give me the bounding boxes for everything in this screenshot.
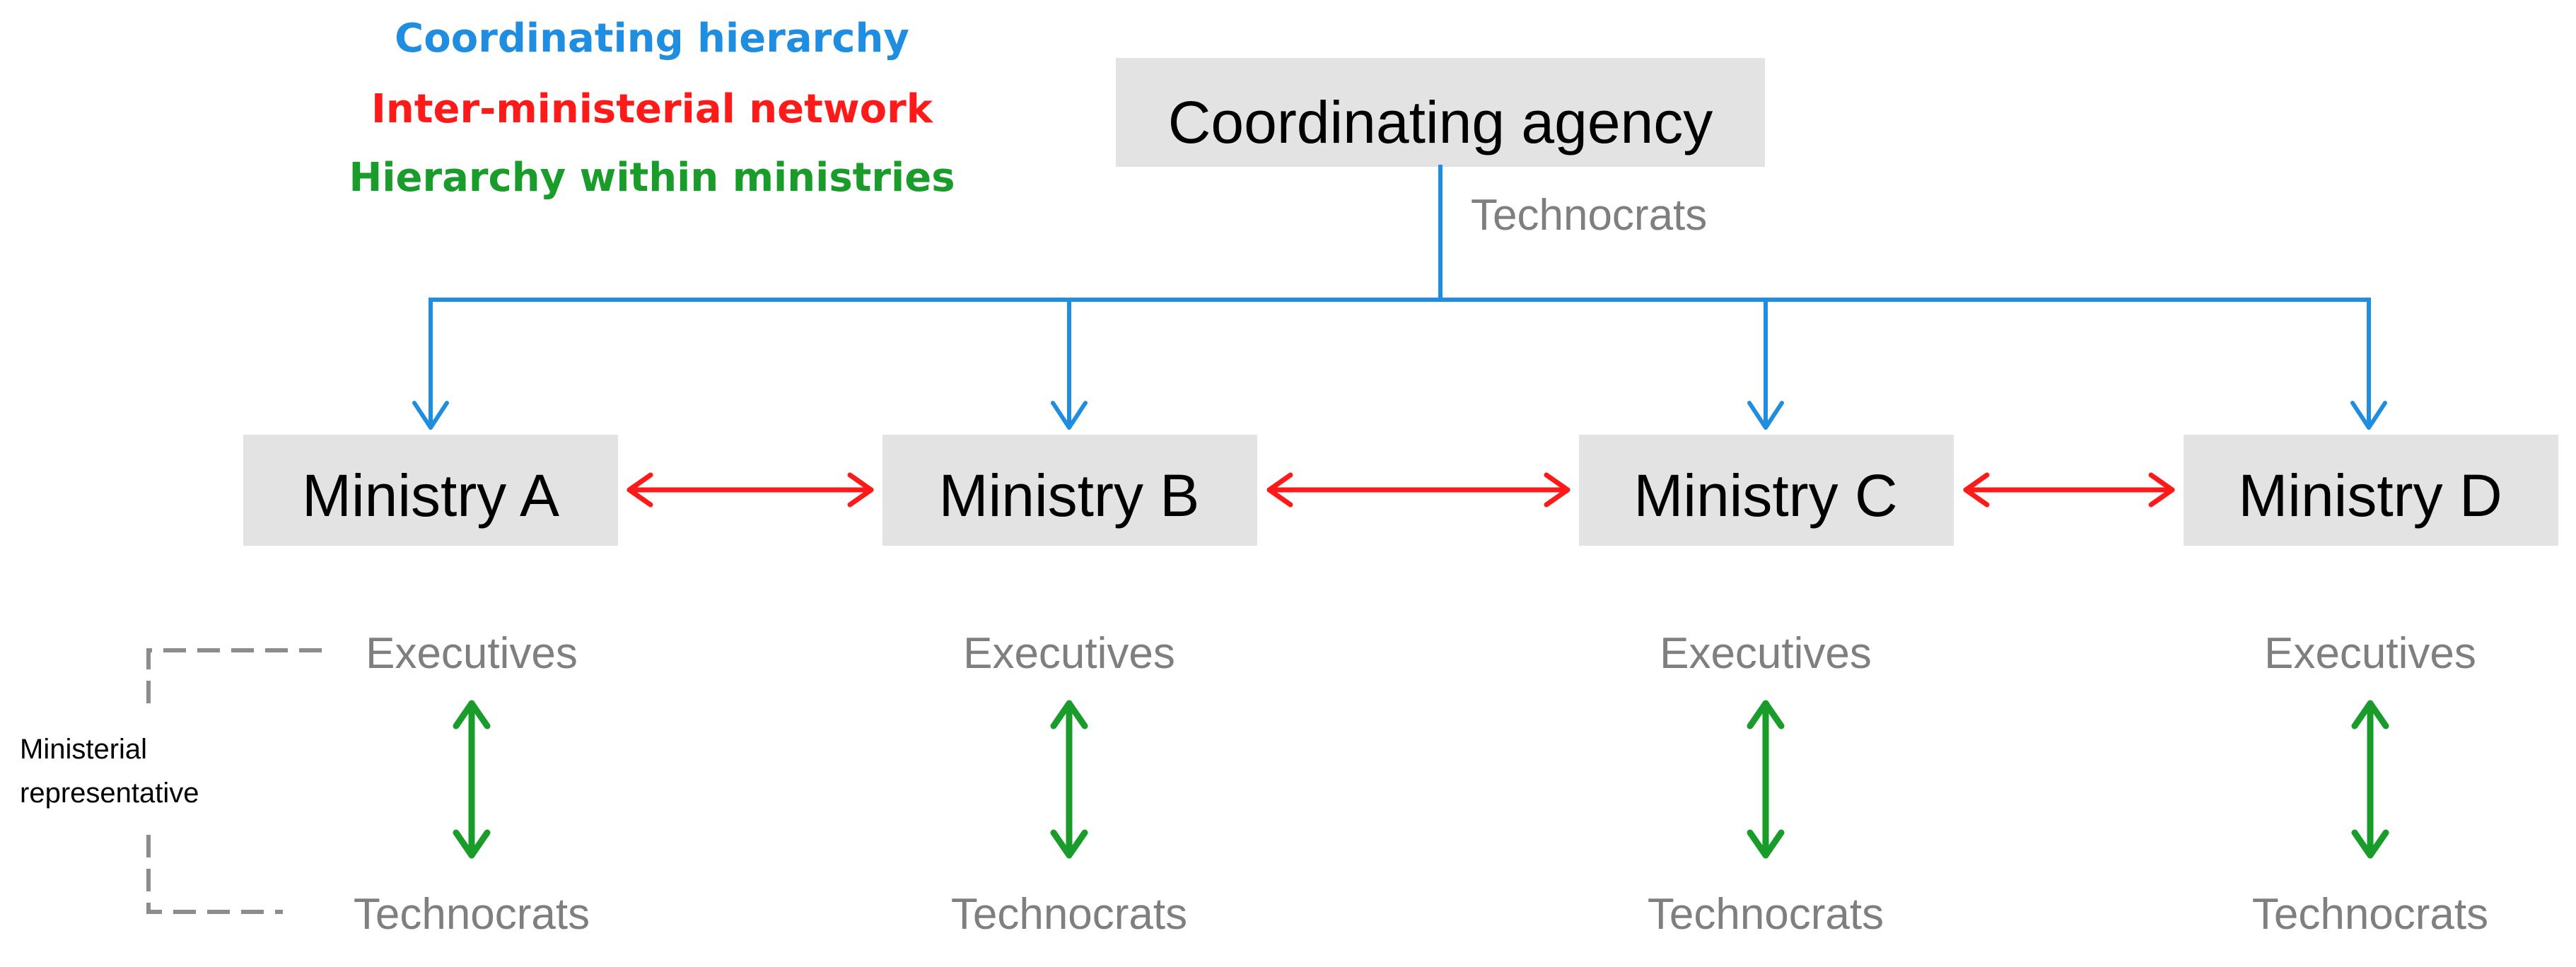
legend-hierarchy-within-ministries: Hierarchy within ministries	[349, 155, 955, 201]
ministerial-representative-line2: representative	[20, 778, 199, 809]
ministry-b-label: Ministry B	[939, 462, 1200, 529]
ministry-c-executives: Executives	[1660, 629, 1872, 678]
ministry-d-box	[2184, 435, 2558, 546]
ministry-a-box	[243, 435, 618, 546]
ministry-d-technocrats: Technocrats	[2252, 890, 2488, 939]
agency-technocrats-label: Technocrats	[1471, 191, 1707, 240]
ministry-c-technocrats: Technocrats	[1648, 890, 1884, 939]
ministry-c-label: Ministry C	[1633, 462, 1897, 529]
ministry-b-box	[882, 435, 1257, 546]
legend-inter-ministerial-network: Inter-ministerial network	[371, 86, 934, 132]
inter-ministerial-network-arrows	[626, 472, 2175, 508]
within-ministry-arrows	[453, 700, 2389, 859]
ministry-b-technocrats: Technocrats	[951, 890, 1187, 939]
ministry-d-executives: Executives	[2264, 629, 2476, 678]
legend-coordinating-hierarchy: Coordinating hierarchy	[395, 16, 909, 61]
ministry-b-executives: Executives	[963, 629, 1175, 678]
ministry-a-executives: Executives	[366, 629, 578, 678]
ministry-c-box	[1579, 435, 1954, 546]
ministry-a-label: Ministry A	[302, 462, 559, 529]
coordinating-arrowheads	[412, 401, 2387, 430]
ministerial-representative-bracket	[146, 648, 322, 914]
ministerial-representative-line1: Ministerial	[20, 734, 147, 765]
ministry-d-label: Ministry D	[2238, 462, 2502, 529]
coordinating-agency-label: Coordinating agency	[1168, 89, 1713, 156]
coordinating-agency-box	[1116, 58, 1765, 167]
ministry-a-technocrats: Technocrats	[354, 890, 590, 939]
coordinating-hierarchy-lines	[429, 165, 2371, 425]
